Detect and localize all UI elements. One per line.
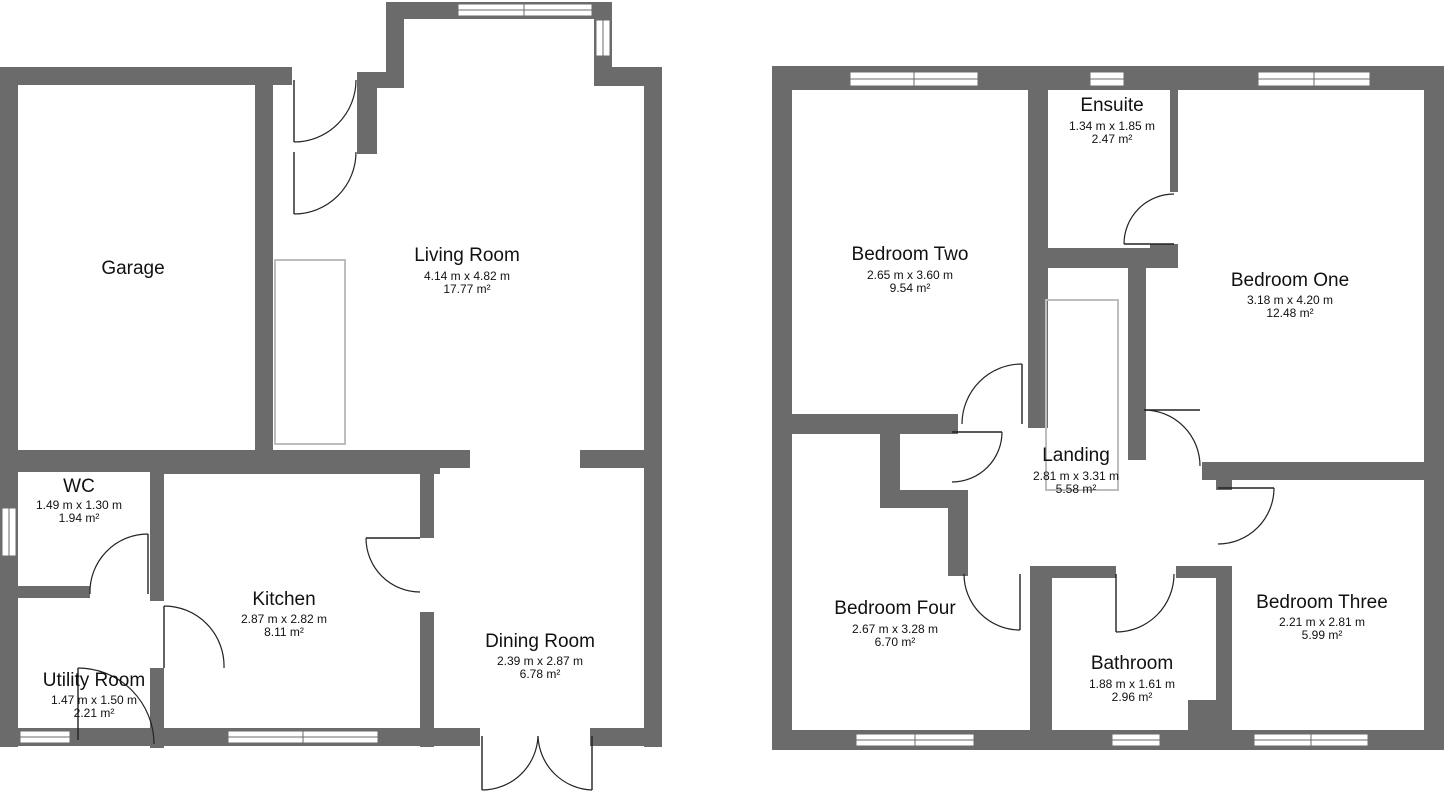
- wall-garage-left: [0, 67, 18, 747]
- wall-kitchen-right-low: [420, 612, 434, 747]
- door-cupboard: [951, 431, 1003, 483]
- wall-kitchen-top: [150, 466, 440, 474]
- room-dimensions: 2.21 m x 2.81 m: [1279, 615, 1365, 629]
- room-garage: Garage: [101, 258, 164, 279]
- room-name: Kitchen: [252, 589, 315, 610]
- room-bedroom-three: Bedroom Three 2.21 m x 2.81 m 5.99 m²: [1256, 592, 1388, 642]
- wall-cupboard-left: [880, 428, 900, 508]
- room-bathroom: Bathroom 1.88 m x 1.61 m 2.96 m²: [1089, 653, 1175, 704]
- door-ensuite: [1123, 193, 1175, 245]
- room-area: 2.96 m²: [1112, 690, 1153, 704]
- door-kitchen-dining: [365, 537, 421, 593]
- room-area: 1.94 m²: [59, 511, 100, 525]
- wall-ensuite-right-low: [1150, 244, 1178, 268]
- wall-wc-right: [150, 466, 164, 601]
- room-name: Ensuite: [1080, 95, 1143, 116]
- room-name: Bedroom Four: [834, 598, 956, 619]
- fireplace-outline: [274, 259, 346, 445]
- room-area: 5.58 m²: [1056, 482, 1097, 496]
- room-dimensions: 1.49 m x 1.30 m: [36, 498, 122, 512]
- door-wc: [89, 533, 149, 595]
- door-bathroom: [1115, 573, 1175, 633]
- wall-ff-left: [772, 66, 792, 750]
- wall-bay-left: [386, 2, 404, 88]
- room-name: Bedroom One: [1231, 270, 1349, 291]
- room-area: 6.78 m²: [520, 667, 561, 681]
- room-dimensions: 2.81 m x 3.31 m: [1033, 469, 1119, 483]
- room-area: 9.54 m²: [890, 281, 931, 295]
- room-area: 2.47 m²: [1092, 132, 1133, 146]
- wall-kitchen-right: [420, 466, 434, 538]
- room-ensuite: Ensuite 1.34 m x 1.85 m 2.47 m²: [1069, 95, 1155, 146]
- room-dimensions: 2.39 m x 2.87 m: [497, 654, 583, 668]
- room-area: 6.70 m²: [875, 635, 916, 649]
- door-utility-kitchen: [163, 605, 225, 669]
- room-name: Bedroom Two: [852, 244, 969, 265]
- wall-br3-left-top: [1216, 480, 1232, 490]
- stair-outline: [1045, 299, 1119, 491]
- wall-br1-bottom: [1202, 462, 1444, 480]
- wall-dining-top-right: [580, 450, 662, 468]
- room-dimensions: 4.14 m x 4.82 m: [424, 269, 510, 283]
- wall-wc-top: [0, 466, 164, 472]
- wall-garage-bottom: [0, 450, 470, 468]
- room-area: 2.21 m²: [74, 706, 115, 720]
- wall-ensuite-right: [1170, 82, 1178, 192]
- wall-porch-left: [357, 72, 377, 154]
- room-dimensions: 2.87 m x 2.82 m: [241, 612, 327, 626]
- room-landing: Landing 2.81 m x 3.31 m 5.58 m²: [1033, 445, 1119, 496]
- ground-floor: [0, 2, 662, 791]
- wall-br2-bottom: [772, 414, 958, 434]
- room-name: Bedroom Three: [1256, 592, 1388, 613]
- wall-br4-right: [948, 490, 968, 576]
- door-porch: [293, 79, 357, 215]
- room-area: 12.48 m²: [1266, 306, 1313, 320]
- room-dimensions: 2.67 m x 3.28 m: [852, 622, 938, 636]
- wall-landing-right: [1128, 262, 1146, 460]
- door-bedroom-three: [1217, 487, 1275, 545]
- room-dimensions: 1.34 m x 1.85 m: [1069, 119, 1155, 133]
- room-utility-room: Utility Room 1.47 m x 1.50 m 2.21 m²: [43, 670, 145, 720]
- wall-bath-top: [1030, 566, 1116, 578]
- room-name: Utility Room: [43, 670, 145, 691]
- wall-ff-right: [1424, 66, 1444, 750]
- wall-garage-top: [0, 67, 292, 85]
- room-living-room: Living Room 4.14 m x 4.82 m 17.77 m²: [414, 245, 520, 296]
- door-utility-outside: [77, 667, 155, 745]
- room-area: 5.99 m²: [1302, 628, 1343, 642]
- door-bedroom-two: [961, 363, 1023, 425]
- room-name: Landing: [1042, 445, 1110, 466]
- room-dimensions: 3.18 m x 4.20 m: [1247, 293, 1333, 307]
- room-wc: WC 1.49 m x 1.30 m 1.94 m²: [36, 476, 122, 525]
- wall-bottom-right: [590, 728, 662, 746]
- room-bedroom-two: Bedroom Two 2.65 m x 3.60 m 9.54 m²: [852, 244, 969, 295]
- wall-bath-bottom-block: [1188, 700, 1220, 750]
- room-bedroom-four: Bedroom Four 2.67 m x 3.28 m 6.70 m²: [834, 598, 956, 649]
- room-name: Dining Room: [485, 631, 595, 652]
- wall-bath-top-right: [1176, 566, 1224, 578]
- room-bedroom-one: Bedroom One 3.18 m x 4.20 m 12.48 m²: [1231, 270, 1349, 320]
- door-bedroom-one: [1143, 409, 1201, 467]
- door-dining-french: [481, 735, 593, 791]
- wall-cupboard-bottom: [880, 490, 968, 508]
- wall-wc-bottom: [0, 586, 90, 598]
- wall-living-right: [644, 67, 662, 747]
- first-floor: [772, 66, 1444, 750]
- room-dimensions: 1.47 m x 1.50 m: [51, 693, 137, 707]
- room-name: WC: [63, 476, 95, 497]
- room-name: Living Room: [414, 245, 520, 266]
- room-kitchen: Kitchen 2.87 m x 2.82 m 8.11 m²: [241, 589, 327, 639]
- room-dimensions: 2.65 m x 3.60 m: [867, 268, 953, 282]
- room-name: Garage: [101, 258, 164, 279]
- room-dining-room: Dining Room 2.39 m x 2.87 m 6.78 m²: [485, 631, 595, 681]
- room-area: 17.77 m²: [443, 282, 490, 296]
- room-area: 8.11 m²: [264, 625, 304, 639]
- wall-bath-left: [1030, 568, 1052, 750]
- room-name: Bathroom: [1091, 653, 1173, 674]
- wall-garage-right: [255, 85, 273, 465]
- door-bedroom-four: [963, 573, 1021, 631]
- room-dimensions: 1.88 m x 1.61 m: [1089, 677, 1175, 691]
